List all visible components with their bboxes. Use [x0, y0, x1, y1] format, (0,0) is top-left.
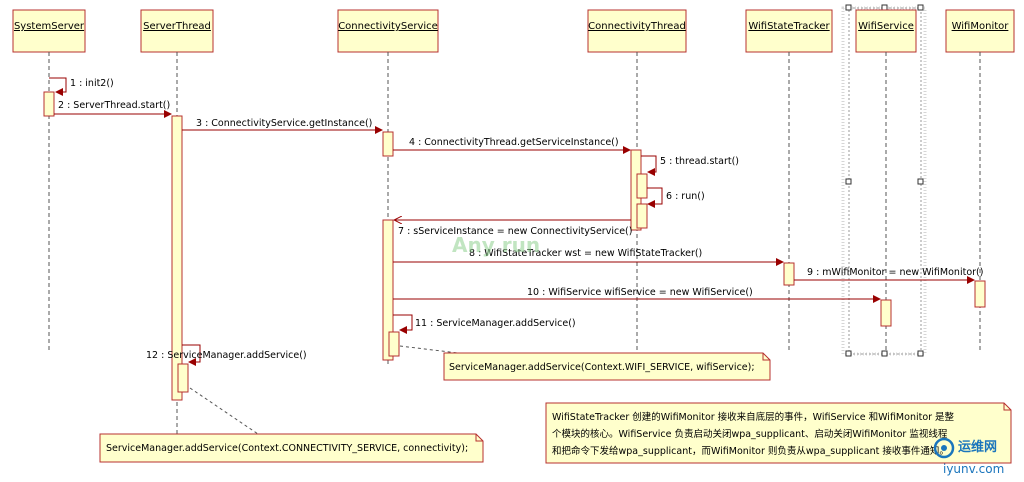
- activation-bar[interactable]: [636, 203, 648, 229]
- lifeline-serverthread-label: ServerThread: [143, 21, 211, 32]
- message-2[interactable]: 2 : ServerThread.start(): [54, 100, 172, 118]
- message-6[interactable]: 6 : run(): [647, 187, 705, 208]
- message-9[interactable]: 9 : mWifiMonitor = new WifiMonitor(): [794, 267, 983, 284]
- watermark-brand-logo: [933, 437, 955, 459]
- activation-bar[interactable]: [382, 131, 394, 157]
- activation-bar[interactable]: [382, 219, 394, 361]
- lifeline-systemserver-label: SystemServer: [14, 21, 85, 32]
- selection-handle[interactable]: [845, 178, 852, 185]
- activation-bar[interactable]: [783, 262, 795, 286]
- note-summary-line-3: 和把命令下发给wpa_supplicant，而WifiMonitor 则负责从w…: [552, 445, 949, 457]
- note-connectivity-add-service[interactable]: ServiceManager.addService(Context.CONNEC…: [99, 433, 484, 463]
- selection-handle[interactable]: [917, 4, 924, 11]
- lifeline-wifimonitor[interactable]: WifiMonitor: [945, 9, 1015, 352]
- message-8[interactable]: 8 : WifiStateTracker wst = new WifiState…: [393, 248, 784, 266]
- message-5-label: 5 : thread.start(): [660, 156, 739, 167]
- message-10-label: 10 : WifiService wifiService = new WifiS…: [527, 287, 753, 298]
- note-wifi-add-service-text: ServiceManager.addService(Context.WIFI_S…: [449, 362, 755, 373]
- message-1-label: 1 : init2(): [70, 78, 114, 89]
- wifiservice-selection[interactable]: [841, 4, 927, 357]
- lifeline-wifiservice[interactable]: WifiService: [855, 9, 917, 352]
- watermark-brand: 运维网: [958, 439, 997, 455]
- lifeline-wifistatetracker-label: WifiStateTracker: [748, 21, 830, 32]
- watermark-url: iyunv.com: [943, 462, 1004, 476]
- activation-bars: [43, 91, 986, 401]
- message-10[interactable]: 10 : WifiService wifiService = new WifiS…: [393, 287, 881, 303]
- message-2-label: 2 : ServerThread.start(): [58, 100, 170, 111]
- message-4-label: 4 : ConnectivityThread.getServiceInstanc…: [409, 137, 619, 148]
- lifeline-wifimonitor-label: WifiMonitor: [952, 21, 1010, 32]
- lifeline-connectivityservice-label: ConnectivityService: [338, 21, 438, 32]
- activation-bar[interactable]: [880, 299, 892, 327]
- selection-handle[interactable]: [917, 350, 924, 357]
- selection-handle[interactable]: [881, 350, 888, 357]
- watermark-center: Any run: [452, 233, 540, 257]
- message-7[interactable]: 7 : sServiceInstance = new ConnectivityS…: [394, 220, 632, 237]
- note-summary[interactable]: WifiStateTracker 创建的WifiMonitor 接收来自底层的事…: [545, 402, 1012, 464]
- message-12-label: 12 : ServiceManager.addService(): [146, 350, 307, 361]
- note-wifi-add-service[interactable]: ServiceManager.addService(Context.WIFI_S…: [443, 352, 771, 381]
- message-5[interactable]: 5 : thread.start(): [641, 155, 739, 176]
- selection-handle[interactable]: [881, 4, 888, 11]
- activation-bar[interactable]: [177, 363, 189, 393]
- message-4[interactable]: 4 : ConnectivityThread.getServiceInstanc…: [393, 137, 631, 154]
- message-1[interactable]: 1 : init2(): [49, 77, 114, 96]
- note-summary-line-2: 个模块的核心。WifiService 负责启动关闭wpa_supplicant、…: [552, 428, 948, 440]
- note-connectivity-add-service-text: ServiceManager.addService(Context.CONNEC…: [106, 443, 468, 454]
- message-6-label: 6 : run(): [666, 191, 705, 202]
- note-connector: [189, 387, 259, 435]
- message-7-label: 7 : sServiceInstance = new ConnectivityS…: [398, 226, 632, 237]
- message-8-label: 8 : WifiStateTracker wst = new WifiState…: [469, 248, 702, 259]
- message-9-label: 9 : mWifiMonitor = new WifiMonitor(): [807, 267, 983, 278]
- lifeline-connectivitythread[interactable]: ConnectivityThread: [587, 9, 687, 355]
- message-11[interactable]: 11 : ServiceManager.addService(): [393, 314, 576, 334]
- activation-bar[interactable]: [974, 280, 986, 308]
- message-3-label: 3 : ConnectivityService.getInstance(): [196, 118, 372, 129]
- lifeline-systemserver[interactable]: SystemServer: [12, 9, 86, 350]
- note-summary-line-1: WifiStateTracker 创建的WifiMonitor 接收来自底层的事…: [552, 411, 955, 423]
- activation-bar[interactable]: [171, 115, 183, 401]
- selection-handle[interactable]: [845, 350, 852, 357]
- activation-bar[interactable]: [43, 91, 55, 117]
- selection-handle[interactable]: [917, 178, 924, 185]
- lifeline-wifistatetracker[interactable]: WifiStateTracker: [745, 9, 833, 352]
- message-12[interactable]: 12 : ServiceManager.addService(): [146, 344, 307, 366]
- message-11-label: 11 : ServiceManager.addService(): [415, 318, 576, 329]
- selection-handle[interactable]: [845, 4, 852, 11]
- activation-bar[interactable]: [636, 173, 648, 199]
- lifeline-connectivitythread-label: ConnectivityThread: [588, 21, 686, 32]
- activation-bar[interactable]: [388, 331, 400, 357]
- lifeline-connectivityservice[interactable]: ConnectivityService: [337, 9, 439, 365]
- message-3[interactable]: 3 : ConnectivityService.getInstance(): [182, 118, 383, 134]
- note-connector: [399, 345, 459, 354]
- lifeline-wifiservice-label: WifiService: [858, 21, 914, 32]
